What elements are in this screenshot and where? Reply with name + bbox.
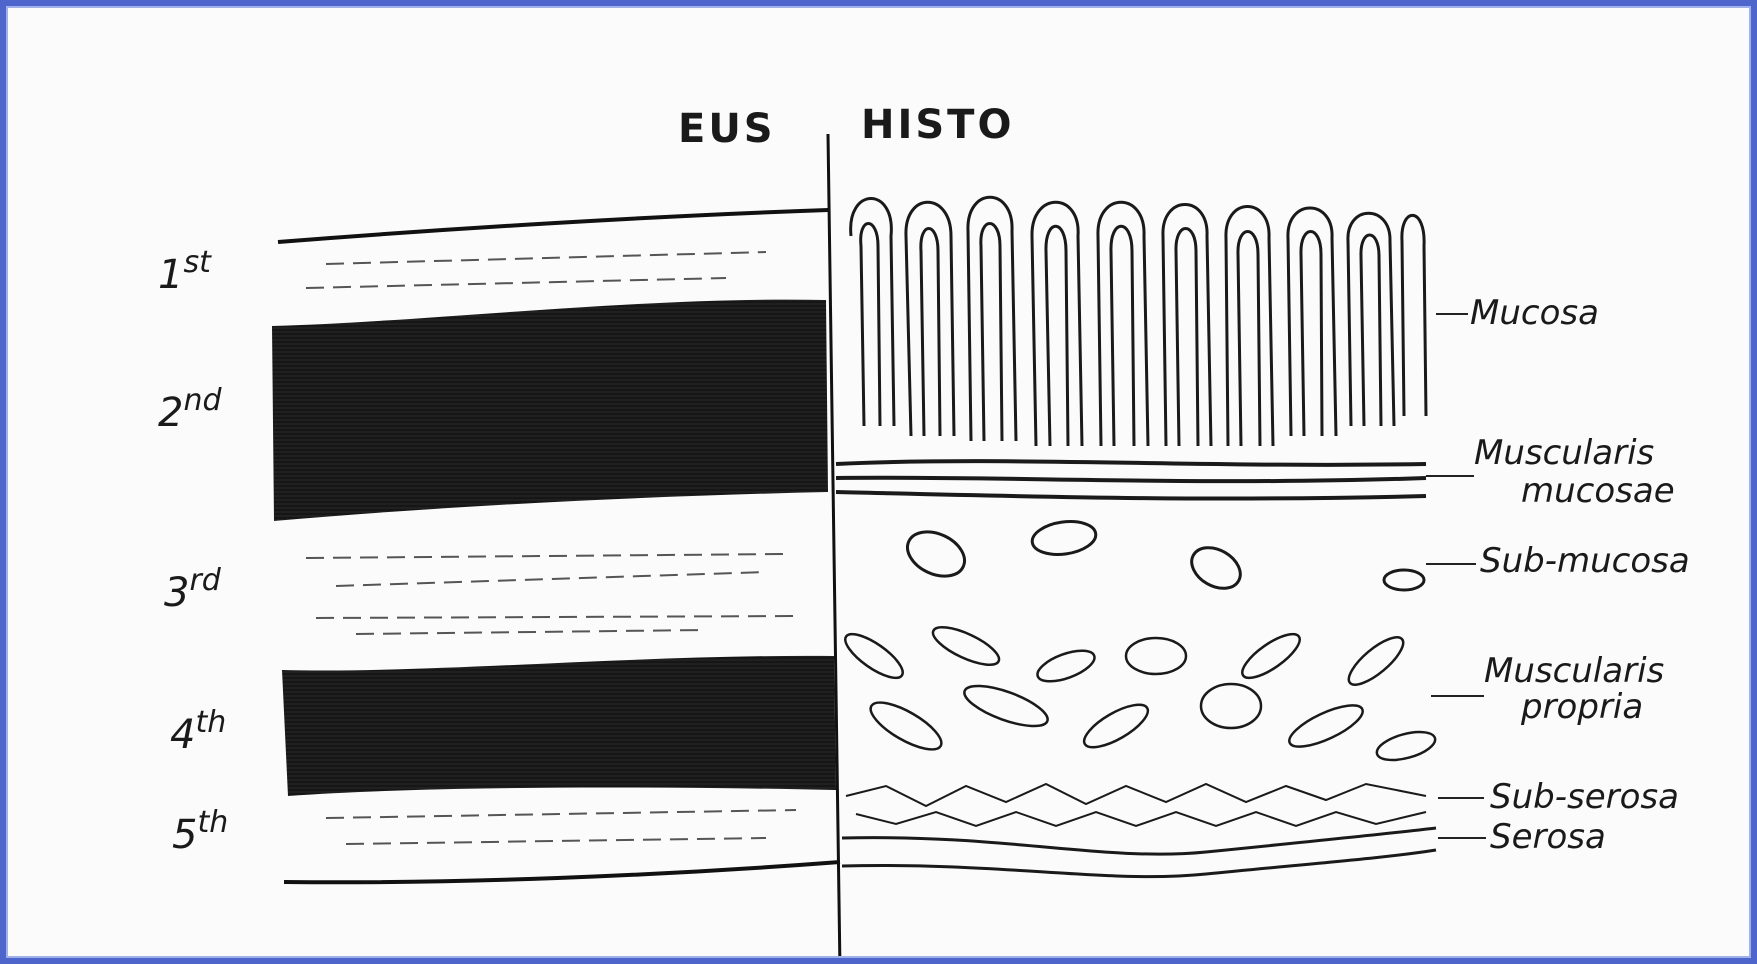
- layer-label-3: 3rd: [164, 563, 222, 616]
- histology-label-6: Serosa: [1490, 817, 1606, 857]
- histology-label-1: Mucosa: [1470, 293, 1599, 333]
- histo-header: HISTO: [861, 102, 1014, 148]
- eus-histology-diagram: EUS HISTO: [6, 6, 1757, 964]
- layer-label-2: 2nd: [158, 383, 222, 436]
- divider-line: [828, 134, 840, 964]
- histology-label-4-line-2: propria: [1520, 687, 1643, 727]
- eus-header: EUS: [678, 106, 776, 152]
- subserosa-network: [846, 784, 1426, 826]
- leader-lines: [1426, 314, 1486, 838]
- eus-layer-4-band: [282, 656, 836, 796]
- histology-label-3: Sub-mucosa: [1480, 541, 1690, 581]
- layer-label-5: 5th: [172, 805, 228, 858]
- eus-panel: [272, 210, 840, 882]
- muscularis-mucosae-band: [836, 461, 1426, 498]
- submucosa-vessels: [900, 518, 1424, 597]
- histology-label-2-line-1: Muscularis: [1474, 433, 1654, 473]
- eus-layer-2-band: [272, 300, 828, 521]
- eus-bottom-boundary: [284, 862, 840, 882]
- mucosa-villi: [851, 197, 1426, 446]
- muscularis-propria-fibers: [839, 620, 1438, 765]
- eus-top-boundary: [278, 210, 828, 242]
- histology-panel: [836, 197, 1438, 876]
- serosa-layer: [842, 828, 1436, 877]
- histology-label-4-line-1: Muscularis: [1484, 651, 1664, 691]
- layer-label-1: 1st: [158, 245, 212, 298]
- histology-label-2-line-2: mucosae: [1521, 471, 1675, 511]
- histology-label-5: Sub-serosa: [1490, 777, 1679, 817]
- layer-label-4: 4th: [170, 705, 226, 758]
